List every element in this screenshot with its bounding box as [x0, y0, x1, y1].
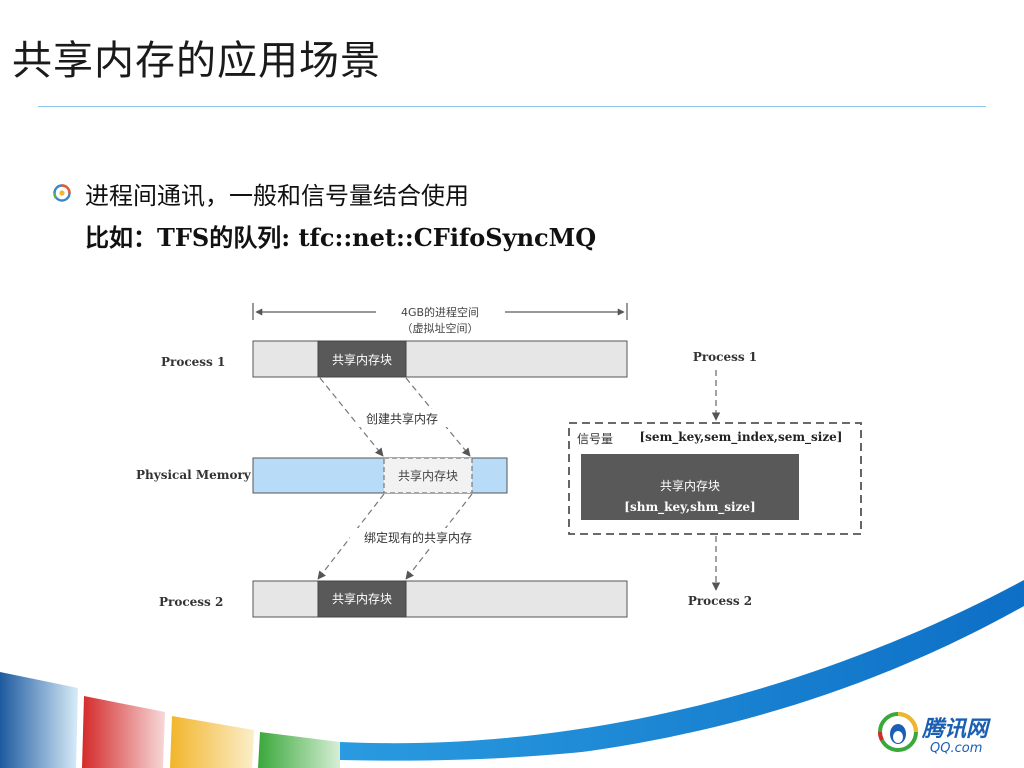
semaphore-params: [sem_key,sem_index,sem_size]: [640, 430, 843, 445]
blue-swoosh-lower: [340, 640, 1024, 768]
logo-domain: QQ.com: [930, 741, 982, 756]
logo-brand: 腾讯网: [921, 717, 991, 742]
arrow-label-create: 创建共享内存: [366, 411, 438, 426]
blue-swoosh: [340, 580, 1024, 768]
span-label-2: （虚拟址空间）: [402, 321, 479, 335]
bullet-line-2: 比如：TFS的队列: tfc::net::CFifoSyncMQ: [85, 223, 597, 252]
qq-penguin-icon: 腾讯网 QQ.com: [878, 712, 991, 756]
tencent-logo: 腾讯网 QQ.com: [876, 708, 1006, 760]
blue-stripe: [0, 672, 78, 768]
title-divider: [38, 106, 986, 107]
process-2-shm-label: 共享内存块: [332, 591, 392, 606]
semaphore-shm-block: [581, 454, 799, 520]
slide-title: 共享内存的应用场景: [12, 38, 381, 84]
right-label-process-1: Process 1: [693, 350, 757, 364]
span-arrow: [252, 303, 628, 320]
semaphore-shm-label: 共享内存块: [660, 478, 720, 493]
green-stripe: [258, 732, 340, 768]
process-1-bar: [252, 340, 628, 378]
process-1-shm-block: [317, 340, 407, 378]
process-2-bar: [252, 580, 628, 618]
process-1-shm-label: 共享内存块: [332, 352, 392, 367]
right-label-process-2: Process 2: [688, 594, 752, 608]
arrow-label-bind: 绑定现有的共享内存: [364, 530, 472, 545]
semaphore-shm-params: [shm_key,shm_size]: [624, 500, 755, 515]
red-stripe: [82, 696, 165, 768]
row-label-physical-memory: Physical Memory: [136, 468, 252, 482]
row-label-process-1: Process 1: [161, 355, 225, 369]
physical-shm-block: [383, 457, 473, 494]
bullet-swirl-icon: [53, 184, 71, 202]
span-label-1: 4GB的进程空间: [401, 305, 479, 319]
row-label-process-2: Process 2: [159, 595, 223, 609]
process-2-shm-block: [317, 580, 407, 618]
semaphore-label: 信号量: [577, 432, 613, 446]
physical-shm-label: 共享内存块: [398, 468, 458, 483]
bullet-line-1: 进程间通讯，一般和信号量结合使用: [85, 182, 469, 210]
yellow-stripe: [170, 716, 254, 768]
